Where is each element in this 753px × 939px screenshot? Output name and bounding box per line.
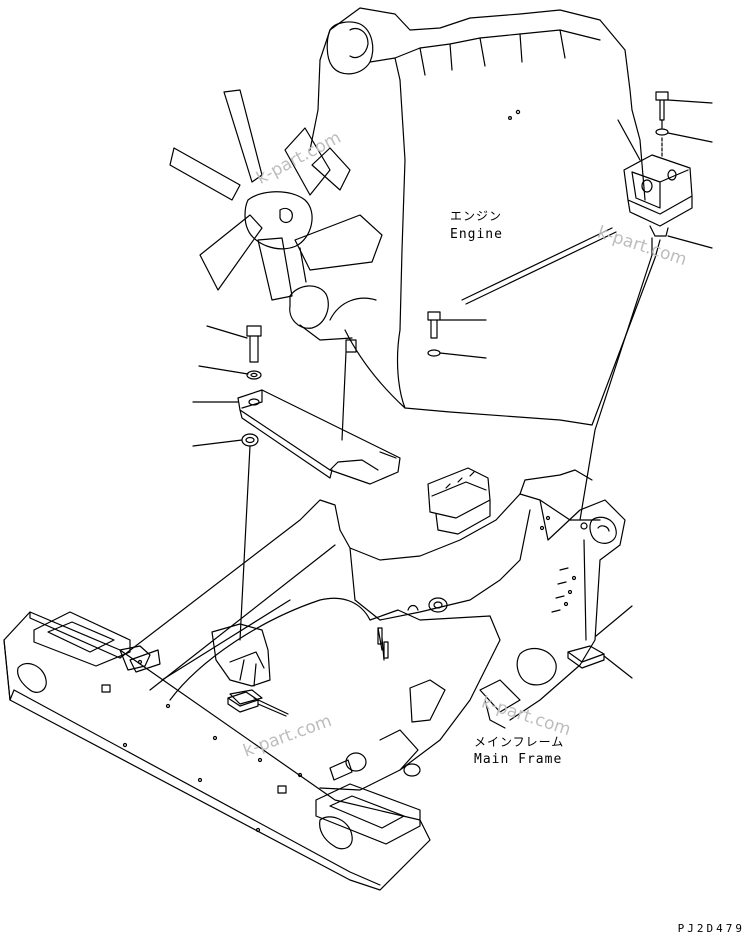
rear-engine-mount-bracket	[579, 91, 713, 521]
main-frame-label-en: Main Frame	[474, 752, 563, 767]
main-frame	[3, 467, 633, 891]
cooling-fan	[169, 89, 383, 329]
drawing-code: PJ2D479	[677, 922, 745, 935]
main-frame-label-jp: メインフレーム	[474, 735, 565, 749]
front-engine-mount-bolt	[341, 311, 487, 441]
front-support-bracket	[192, 325, 401, 641]
engine	[299, 7, 661, 426]
engine-label-en: Engine	[450, 227, 503, 242]
engine-label-jp: エンジン	[450, 209, 503, 223]
